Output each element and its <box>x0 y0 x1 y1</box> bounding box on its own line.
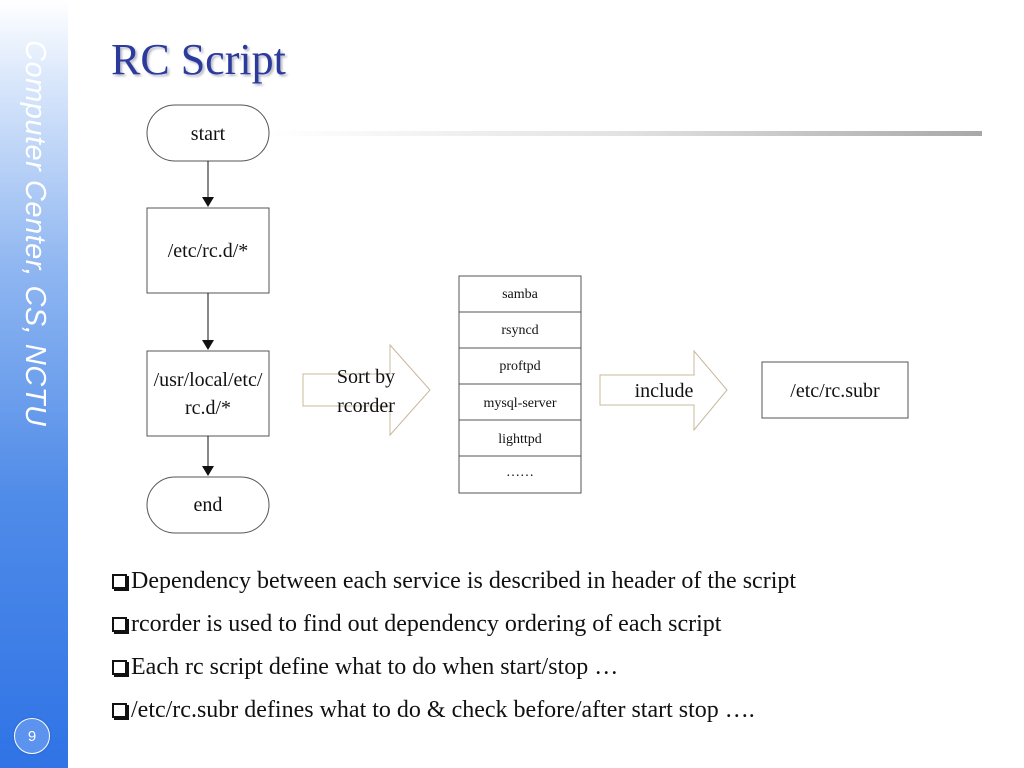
start-node: start <box>146 104 270 162</box>
rcd-label: /etc/rc.d/* <box>168 240 249 262</box>
sidebar: Computer Center, CS, NCTU 9 <box>0 0 68 768</box>
local-rcd-node: /usr/local/etc/ rc.d/* <box>146 350 270 437</box>
bullet-item: Each rc script define what to do when st… <box>112 646 796 689</box>
sort-by-rcorder-arrow: Sort by rcorder <box>302 343 431 437</box>
rc-subr-label: /etc/rc.subr <box>790 380 880 402</box>
bullet-item: Dependency between each service is descr… <box>112 560 796 603</box>
service-item: rsyncd <box>501 323 538 338</box>
service-item: samba <box>502 287 539 302</box>
slide-number-badge: 9 <box>14 718 50 754</box>
sort-label-line1: Sort by <box>337 366 395 388</box>
service-item: lighttpd <box>498 432 542 447</box>
bullet-text: Dependency between each service is descr… <box>131 568 797 594</box>
bullet-text: /etc/rc.subr defines what to do & check … <box>131 697 755 723</box>
checkbox-bullet-icon <box>112 660 127 675</box>
include-label: include <box>635 380 694 402</box>
end-label: end <box>194 494 223 516</box>
bullet-list: Dependency between each service is descr… <box>112 560 796 732</box>
end-node: end <box>146 476 270 534</box>
service-item: proftpd <box>499 359 540 374</box>
checkbox-bullet-icon <box>112 574 127 589</box>
rc-flowchart: start /etc/rc.d/* /usr/local/etc/ rc.d/*… <box>146 104 909 534</box>
bullet-item: rcorder is used to find out dependency o… <box>112 603 796 646</box>
checkbox-bullet-icon <box>112 617 127 632</box>
local-rcd-label-line2: rc.d/* <box>185 397 231 419</box>
sort-label-line2: rcorder <box>337 395 395 417</box>
include-arrow: include <box>599 349 728 432</box>
services-list: samba rsyncd proftpd mysql-server lightt… <box>458 275 582 494</box>
start-label: start <box>191 123 226 145</box>
rcd-node: /etc/rc.d/* <box>146 207 270 294</box>
slide-title: RC Script <box>111 35 286 84</box>
bullet-text: Each rc script define what to do when st… <box>131 654 619 680</box>
sidebar-org-text: Computer Center, CS, NCTU <box>19 40 51 427</box>
rc-subr-node: /etc/rc.subr <box>761 361 909 419</box>
bullet-text: rcorder is used to find out dependency o… <box>131 611 722 637</box>
checkbox-bullet-icon <box>112 703 127 718</box>
local-rcd-label-line1: /usr/local/etc/ <box>154 369 263 391</box>
bullet-item: /etc/rc.subr defines what to do & check … <box>112 689 796 732</box>
title-underline <box>270 131 982 136</box>
service-item: …… <box>506 465 534 480</box>
service-item: mysql-server <box>483 396 556 411</box>
